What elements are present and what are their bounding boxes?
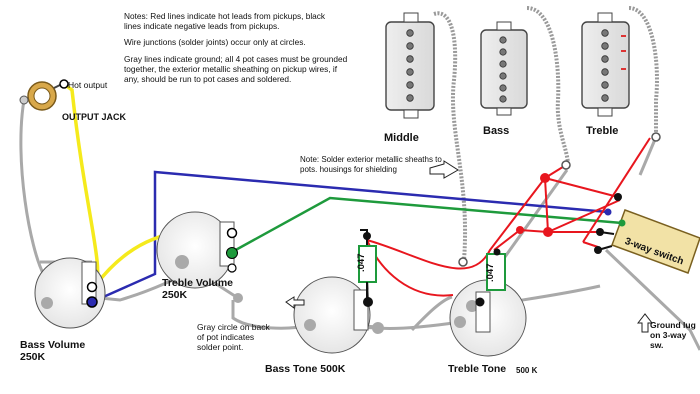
gray-circle-note: Gray circle on back of pot indicates sol… xyxy=(197,322,270,352)
note-line: any, should be run to pot cases and sold… xyxy=(124,74,292,85)
note-line: lines indicate negative leads from picku… xyxy=(124,21,280,32)
treble-tone-value: 500 K xyxy=(516,366,538,375)
treble-volume-name: Treble Volume xyxy=(162,277,233,289)
arrows xyxy=(285,160,654,333)
notes-block: Notes: Red lines indicate hot leads from… xyxy=(124,11,382,84)
output-jack-label: OUTPUT JACK xyxy=(62,112,127,122)
blue-wire xyxy=(91,170,609,304)
note-line: Notes: Red lines indicate hot leads from… xyxy=(124,11,326,21)
note-line: pots. housings for shielding xyxy=(300,165,397,174)
middle-pickup xyxy=(385,12,435,119)
green-wire xyxy=(231,196,623,254)
bass-tone-label: Bass Tone 500K xyxy=(265,363,346,375)
capacitor-left xyxy=(358,238,377,300)
bass-pickup xyxy=(480,21,528,116)
bass-volume-name: Bass Volume xyxy=(20,339,86,351)
bass-tone-pot xyxy=(293,276,373,354)
bass-volume-value: 250K xyxy=(20,351,46,363)
treble-tone-label: Treble Tone xyxy=(448,363,507,375)
three-way-switch xyxy=(611,209,700,274)
capacitor-right-label: .047 xyxy=(485,263,496,283)
note-line: Wire junctions (solder joints) occur onl… xyxy=(124,37,306,48)
note-line: Gray lines indicate ground; all 4 pot ca… xyxy=(124,53,348,64)
ground-lug-note: Ground lug on 3-way sw. xyxy=(650,320,696,350)
treble-tone-pot xyxy=(449,279,527,357)
bass-volume-pot xyxy=(34,257,106,329)
treble-pickup xyxy=(581,12,630,117)
treble-volume-value: 250K xyxy=(162,289,188,301)
treble-volume-pot xyxy=(156,211,238,289)
ground-lug-line: Ground lug xyxy=(650,320,696,330)
treble-pickup-label: Treble xyxy=(586,125,619,137)
ground-lug-line: sw. xyxy=(650,340,664,350)
gray-circle-line: solder point. xyxy=(197,342,244,352)
gray-circle-line: of pot indicates xyxy=(197,332,255,342)
gray-circle-line: Gray circle on back xyxy=(197,322,270,332)
middle-pickup-label: Middle xyxy=(384,132,419,144)
treble-volume-label: Treble Volume 250K xyxy=(162,277,233,301)
ground-lug-line: on 3-way xyxy=(650,330,687,340)
bass-pickup-label: Bass xyxy=(483,125,510,137)
junctions xyxy=(233,132,661,334)
output-jack xyxy=(19,79,69,111)
note-line: Note: Solder exterior metallic sheaths t… xyxy=(300,155,442,164)
bass-volume-label: Bass Volume 250K xyxy=(20,339,85,363)
hot-output-label: Hot output xyxy=(68,80,108,90)
capacitor-left-label: .047 xyxy=(356,253,367,273)
note-line: together, the exterior metallic sheathin… xyxy=(124,63,338,74)
pickup-leads xyxy=(433,6,659,261)
shield-note: Note: Solder exterior metallic sheaths t… xyxy=(300,155,442,175)
